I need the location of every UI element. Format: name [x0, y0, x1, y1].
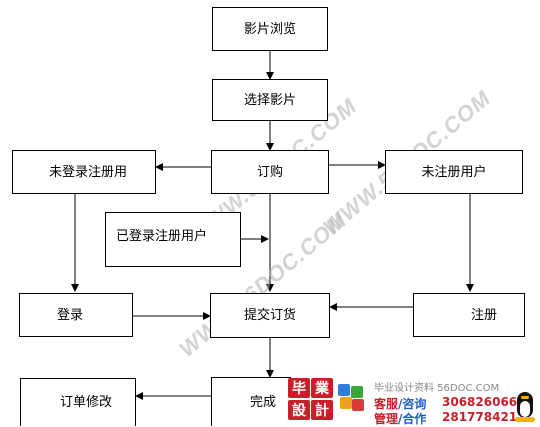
- logo-char: 業: [311, 378, 333, 398]
- ad-tagline: 毕业设计资料 56DOC.COM: [374, 383, 500, 394]
- node-label: 提交订货: [243, 308, 296, 323]
- node-label: 登录: [57, 307, 84, 323]
- node-unlogged: 未登录注册用: [12, 150, 156, 194]
- node-register: 注册: [413, 293, 525, 337]
- puzzle-icon: [338, 384, 368, 420]
- node-label: 订购: [256, 164, 283, 180]
- node-label: 未注册用户: [421, 164, 487, 180]
- node-order: 订购: [211, 150, 329, 194]
- ad-service-line: 客服/咨询: [374, 395, 426, 412]
- node-label: 未登录注册用: [49, 164, 128, 180]
- node-select: 选择影片: [212, 79, 328, 121]
- qq-number: 306826066: [442, 395, 518, 409]
- node-label: 选择影片: [243, 92, 296, 108]
- qq-number: 281778421: [442, 410, 518, 424]
- node-label: 影片浏览: [243, 21, 296, 37]
- node-modify: 订单修改: [20, 378, 136, 426]
- node-unregistered: 未注册用户: [385, 150, 523, 194]
- ad-banner: 毕 業 設 計 毕业设计资料 56DOC.COM 客服/咨询 管理/合作 306…: [288, 378, 540, 426]
- manage-label: 管理: [374, 412, 399, 426]
- node-submit: 提交订货: [210, 293, 330, 338]
- node-label: 订单修改: [60, 395, 113, 410]
- node-label: 完成: [250, 394, 277, 410]
- node-label: 已登录注册用户: [116, 229, 208, 244]
- logo-char: 計: [311, 400, 333, 420]
- logo-char: 設: [288, 400, 310, 420]
- node-logged: 已登录注册用户: [105, 212, 241, 267]
- node-login: 登录: [19, 293, 133, 337]
- node-complete: 完成: [211, 377, 291, 426]
- node-label: 注册: [471, 307, 498, 323]
- cooperate-label: /合作: [398, 412, 427, 426]
- node-browse: 影片浏览: [212, 7, 328, 51]
- consult-label: /咨询: [398, 397, 427, 411]
- service-label: 客服: [374, 397, 399, 411]
- ad-manage-line: 管理/合作: [374, 410, 426, 427]
- penguin-icon: [514, 392, 536, 422]
- logo-char: 毕: [288, 378, 310, 398]
